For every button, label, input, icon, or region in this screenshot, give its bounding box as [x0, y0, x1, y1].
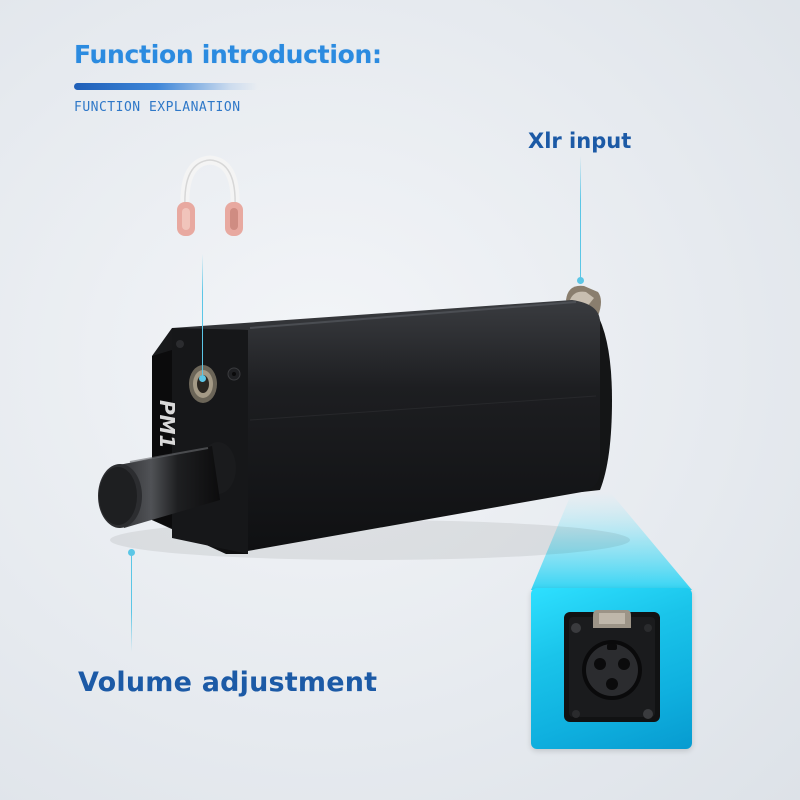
- xlr-connector-inset: [531, 588, 692, 749]
- headphones-icon: [177, 155, 243, 236]
- xlr-female-connector-icon: [564, 610, 660, 722]
- page-subtitle: FUNCTION EXPLANATION: [74, 100, 241, 115]
- volume-leader-line: [128, 549, 135, 652]
- page-title: Function introduction:: [74, 40, 382, 69]
- title-underline: [74, 83, 258, 90]
- xlr-input-label: Xlr input: [528, 129, 632, 153]
- headphone-leader-line: [199, 254, 206, 382]
- volume-adjustment-label: Volume adjustment: [78, 667, 378, 698]
- model-label: PM1: [155, 400, 179, 448]
- headphone-jack: [189, 365, 217, 403]
- volume-knob: [98, 442, 236, 528]
- xlr-leader-line: [577, 156, 584, 284]
